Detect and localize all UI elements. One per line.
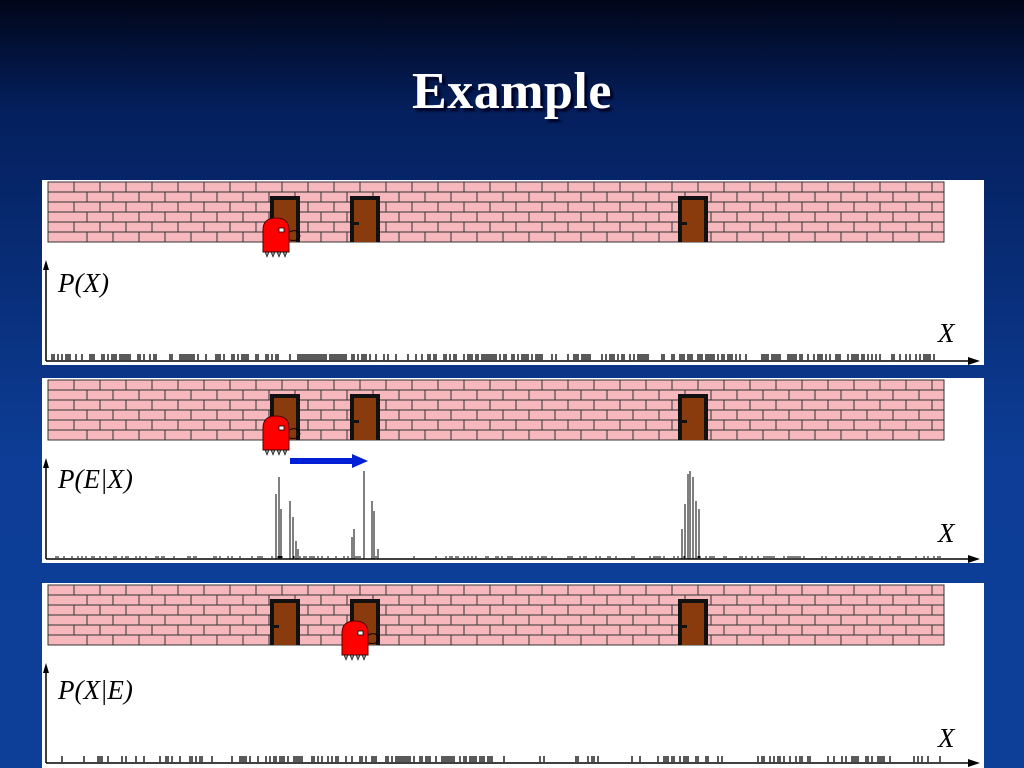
x-axis-label: X [938, 318, 955, 348]
brick-wall [47, 181, 945, 243]
panel-likelihood-graphic [43, 379, 980, 563]
brick-wall [47, 379, 945, 441]
robot-icon [262, 415, 301, 456]
x-axis-label: X [938, 518, 955, 548]
y-axis-label: P(X|E) [58, 675, 133, 705]
y-axis-label: P(E|X) [58, 464, 133, 494]
axes [43, 458, 980, 563]
panel-likelihood: P(E|X) X [42, 378, 984, 563]
door-3 [678, 196, 708, 242]
panel-prior: P(X) X [42, 180, 984, 365]
brick-wall [47, 584, 945, 646]
door-1 [270, 599, 300, 645]
robot-icon [341, 620, 380, 661]
slide-title: Example [412, 63, 612, 120]
x-axis-label: X [938, 723, 955, 753]
door-2 [350, 394, 380, 440]
panel-prior-graphic [43, 181, 980, 365]
robot-icon [262, 217, 301, 258]
door-3 [678, 599, 708, 645]
resampled-particle-ticks [61, 756, 941, 762]
door-2 [350, 196, 380, 242]
axes [43, 260, 980, 365]
particle-ticks [51, 354, 935, 360]
door-3 [678, 394, 708, 440]
axes [43, 663, 980, 767]
panel-posterior: P(X|E) X [42, 583, 984, 768]
weighted-particle-ticks [55, 471, 941, 559]
motion-arrow [290, 454, 368, 468]
y-axis-label: P(X) [58, 268, 109, 298]
panel-posterior-graphic [43, 584, 980, 767]
